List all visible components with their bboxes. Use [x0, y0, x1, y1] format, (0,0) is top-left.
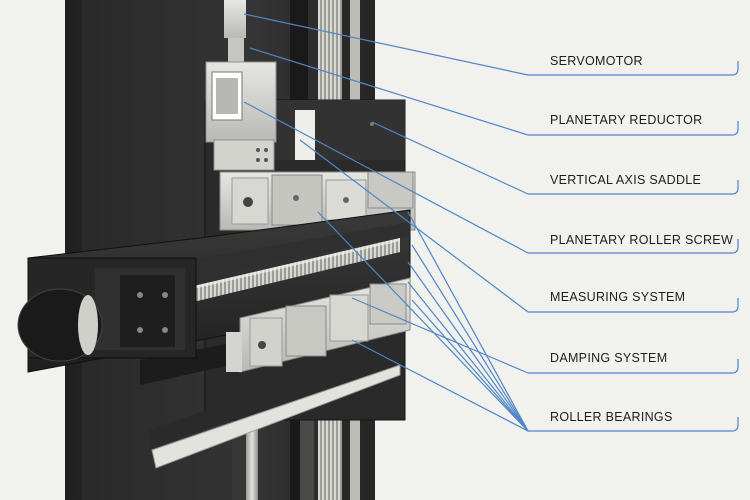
- label-roller-bearings: ROLLER BEARINGS: [550, 410, 673, 424]
- label-vertical-axis-saddle: VERTICAL AXIS SADDLE: [550, 173, 702, 187]
- servomotor: [224, 0, 246, 62]
- leader-line-vertical-axis-saddle: [371, 121, 739, 195]
- lower-carriage: [226, 277, 411, 373]
- label-measuring-system: MEASURING SYSTEM: [550, 290, 686, 304]
- label-planetary-roller-screw: PLANETARY ROLLER SCREW: [550, 233, 734, 247]
- planetary-reductor: [205, 61, 277, 171]
- label-damping-system: DAMPING SYSTEM: [550, 351, 668, 365]
- label-planetary-reductor: PLANETARY REDUCTOR: [550, 113, 703, 127]
- leader-line-planetary-roller-screw: [243, 101, 739, 254]
- leader-line-planetary-reductor: [249, 47, 739, 136]
- leader-line-measuring-system: [299, 139, 739, 313]
- leader-line-roller-bearings: [317, 211, 739, 432]
- beam-end-block: [17, 257, 197, 362]
- leader-line-damping-system: [351, 297, 739, 374]
- measuring-scale: [148, 345, 401, 469]
- planetary-roller-screw: [185, 238, 400, 304]
- leader-line-servomotor: [243, 13, 739, 76]
- label-servomotor: SERVOMOTOR: [550, 54, 643, 68]
